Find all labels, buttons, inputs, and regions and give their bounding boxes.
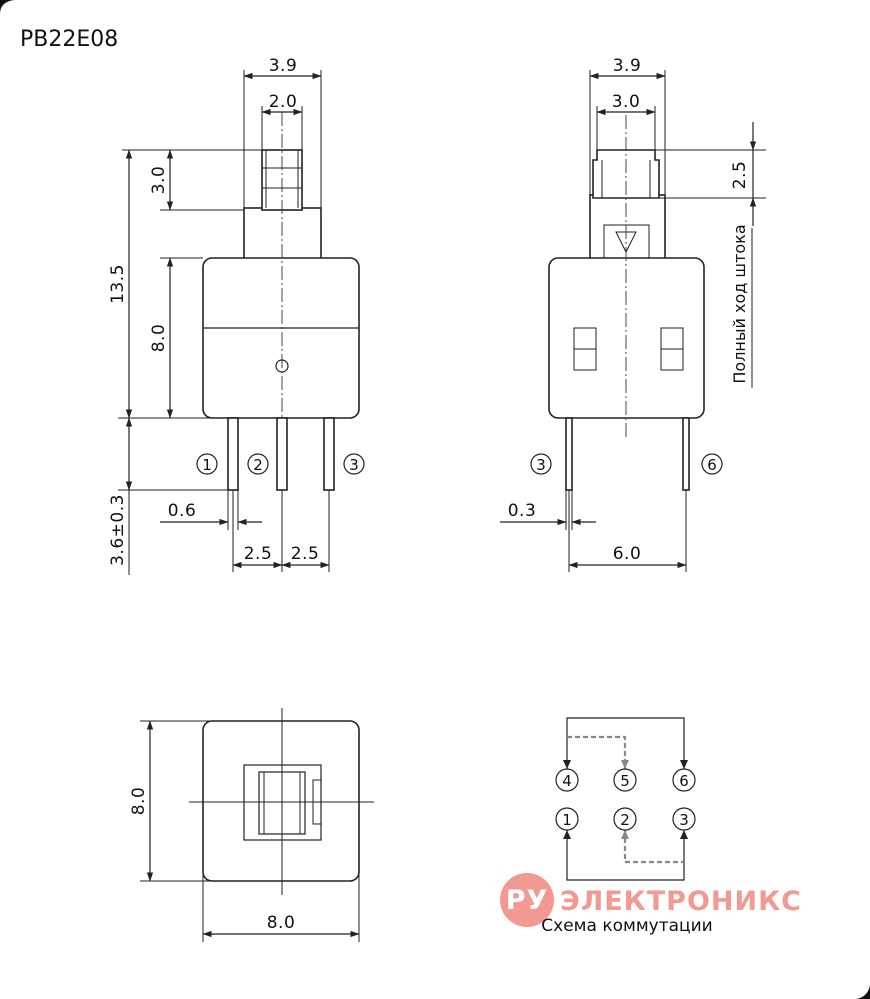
front-dim-stem-height: 3.0 bbox=[149, 166, 169, 195]
front-body bbox=[202, 257, 360, 419]
front-dim-pin-length: 3.6±0.3 bbox=[108, 494, 128, 566]
front-dim-stem-inner: 2.0 bbox=[269, 92, 298, 112]
front-pin-2 bbox=[276, 417, 288, 491]
watermark: РУ ЭЛЕКТРОНИКС bbox=[500, 873, 802, 927]
model-title: PB22E08 bbox=[20, 27, 118, 52]
schematic-link-2-3 bbox=[623, 830, 684, 864]
corner-bottom-right bbox=[856, 985, 870, 999]
front-pin-label-1: 1 bbox=[202, 456, 212, 474]
schematic-caption: Схема коммутации bbox=[541, 916, 712, 936]
front-pin-label-2: 2 bbox=[253, 456, 263, 474]
front-dim-pin-width: 0.6 bbox=[168, 501, 197, 521]
front-dim-stem-width: 3.9 bbox=[269, 56, 298, 76]
top-dim-width: 8.0 bbox=[267, 913, 296, 933]
front-pin-label-3: 3 bbox=[349, 456, 359, 474]
schematic-node-3 bbox=[672, 807, 696, 831]
front-dim-pitch-left: 2.5 bbox=[244, 544, 273, 564]
top-dim-height: 8.0 bbox=[129, 787, 149, 816]
side-pin-6 bbox=[682, 417, 690, 491]
side-pin-3 bbox=[565, 417, 573, 491]
schematic-label-2: 2 bbox=[620, 811, 630, 829]
corner-top-left bbox=[0, 0, 14, 14]
watermark-badge-text: РУ bbox=[506, 885, 549, 916]
front-pin-1 bbox=[227, 417, 239, 491]
front-view: 1 2 3 3.9 2.0 3.0 13.5 8.0 3.6±0.3 bbox=[108, 56, 365, 575]
schematic-node-6 bbox=[672, 768, 696, 792]
side-body bbox=[548, 257, 705, 419]
side-pin-label-3: 3 bbox=[536, 456, 546, 474]
switching-schematic: 4 5 6 1 2 3 bbox=[555, 717, 696, 881]
schematic-node-2 bbox=[613, 807, 637, 831]
watermark-badge bbox=[500, 873, 554, 927]
top-view: 8.0 8.0 bbox=[129, 708, 374, 942]
side-view: 3 6 3.9 3.0 2.5 Полный ход штока 0.3 6.0 bbox=[500, 56, 766, 572]
side-dim-stem-width: 3.9 bbox=[613, 56, 642, 76]
side-dim-travel: 2.5 bbox=[730, 161, 750, 190]
schematic-node-4 bbox=[555, 768, 579, 792]
front-dim-total-height: 13.5 bbox=[108, 264, 128, 304]
schematic-link-4-5 bbox=[567, 735, 627, 769]
schematic-label-5: 5 bbox=[620, 772, 630, 790]
side-stem-base bbox=[589, 194, 666, 261]
front-pin-3 bbox=[323, 417, 335, 491]
side-dim-pin-thickness: 0.3 bbox=[508, 501, 537, 521]
schematic-node-5 bbox=[613, 768, 637, 792]
travel-note: Полный ход штока bbox=[730, 224, 749, 383]
schematic-wire-top bbox=[566, 717, 685, 769]
front-stem-base bbox=[243, 207, 322, 261]
schematic-node-1 bbox=[555, 807, 579, 831]
schematic-label-6: 6 bbox=[679, 772, 689, 790]
schematic-label-1: 1 bbox=[562, 811, 572, 829]
schematic-wire-bottom bbox=[566, 830, 685, 881]
front-dim-body-height: 8.0 bbox=[149, 324, 169, 353]
front-dim-pitch-right: 2.5 bbox=[291, 544, 320, 564]
side-pin-label-6: 6 bbox=[707, 456, 717, 474]
side-dim-pin-spacing: 6.0 bbox=[613, 544, 642, 564]
side-dim-stem-inner: 3.0 bbox=[612, 92, 641, 112]
schematic-label-4: 4 bbox=[562, 772, 572, 790]
watermark-text: ЭЛЕКТРОНИКС bbox=[560, 886, 802, 917]
schematic-label-3: 3 bbox=[679, 811, 689, 829]
top-body bbox=[202, 720, 360, 882]
